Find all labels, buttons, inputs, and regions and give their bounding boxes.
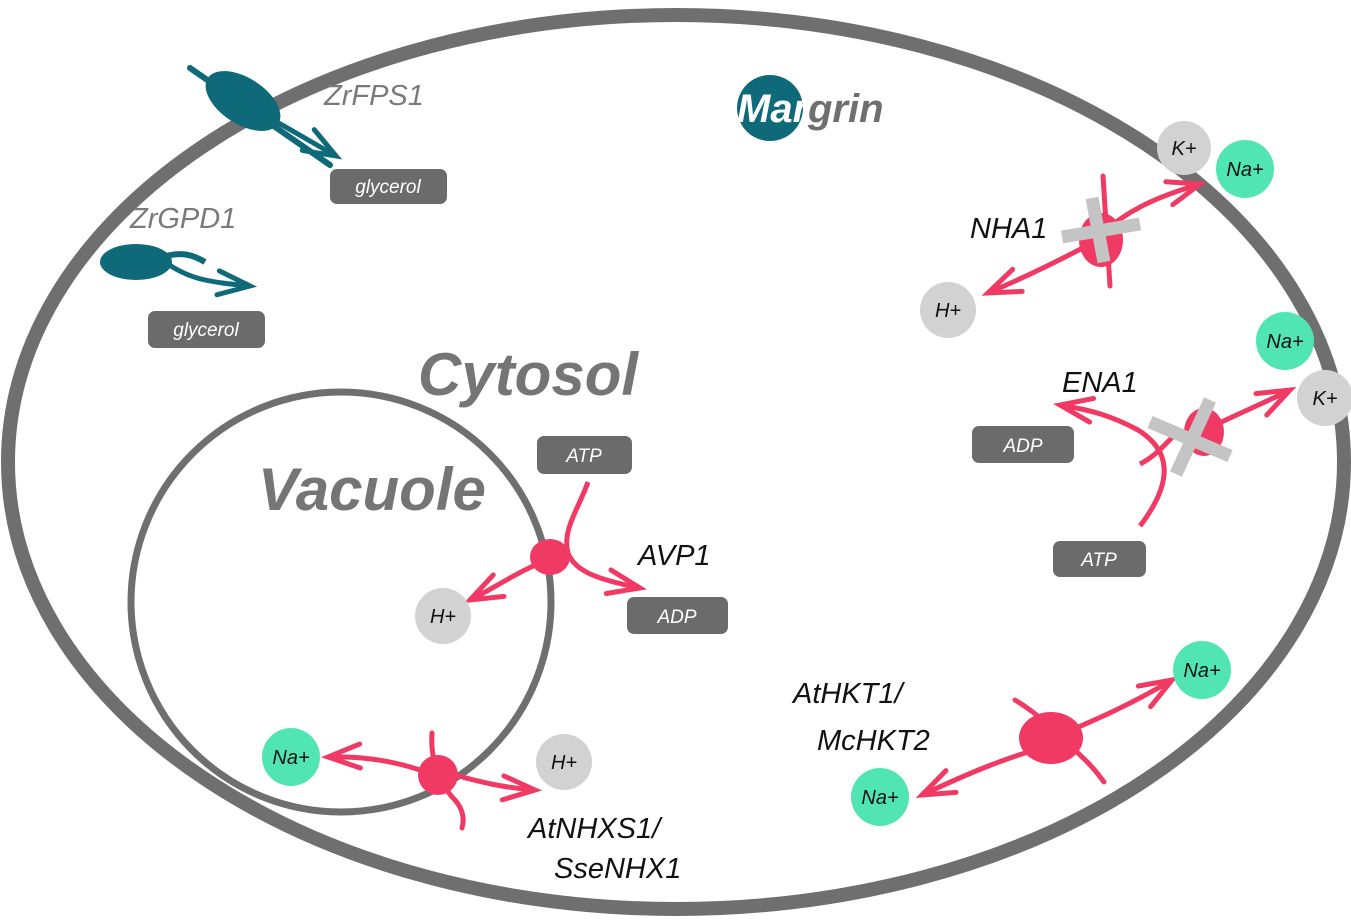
cell-membrane <box>1 8 1351 916</box>
nha1-blocked-x <box>1060 196 1142 264</box>
hkt-transporter <box>915 676 1179 799</box>
svg-text:K+: K+ <box>1312 388 1337 410</box>
zrgpd1-label: ZrGPD1 <box>129 203 236 235</box>
ion-na-hkt-out: Na+ <box>1173 641 1231 699</box>
avp1-label: AVP1 <box>636 540 711 572</box>
mangrin-suffix: grin <box>807 87 884 131</box>
svg-text:Na+: Na+ <box>861 787 898 809</box>
vacuole-label: Vacuole <box>258 456 486 523</box>
svg-text:H+: H+ <box>551 752 577 774</box>
ion-na-nhx: Na+ <box>262 728 320 786</box>
hkt-label-line1: AtHKT1/ <box>791 678 906 710</box>
ion-na-ena: Na+ <box>1256 312 1314 370</box>
svg-text:K+: K+ <box>1171 138 1196 160</box>
nhx-label-line1: AtNHXS1/ <box>526 813 663 845</box>
svg-text:H+: H+ <box>430 606 456 628</box>
svg-text:Na+: Na+ <box>1266 331 1303 353</box>
atp-box-ena: ATP <box>1053 541 1146 577</box>
glycerol-1-text: glycerol <box>355 177 421 198</box>
atp-vacuole-text: ATP <box>565 446 602 467</box>
mangrin-logo: Man grin <box>737 75 884 141</box>
adp-ena-text: ADP <box>1002 436 1042 457</box>
glycerol-box-2: glycerol <box>148 311 265 348</box>
ion-na-hkt-in: Na+ <box>851 768 909 826</box>
ena1-blocked-x <box>1147 397 1233 477</box>
nhx-protein <box>418 755 458 795</box>
nha1-transporter <box>981 173 1207 296</box>
zrfps1-channel <box>187 65 343 168</box>
atp-box-vacuole: ATP <box>537 436 632 474</box>
ion-k-ena: K+ <box>1297 370 1351 426</box>
avp1-protein <box>530 539 570 575</box>
atp-ena-text: ATP <box>1080 550 1117 571</box>
ena1-label: ENA1 <box>1062 367 1138 399</box>
ion-k-nha: K+ <box>1157 121 1211 175</box>
svg-text:Na+: Na+ <box>272 747 309 769</box>
zrfps1-protein <box>205 71 281 131</box>
ion-h-nha: H+ <box>920 282 976 338</box>
ion-na-nha: Na+ <box>1216 140 1274 198</box>
mangrin-circle <box>737 75 803 141</box>
zrfps1-label: ZrFPS1 <box>323 80 424 112</box>
adp-box-ena: ADP <box>972 426 1074 463</box>
svg-text:H+: H+ <box>935 300 961 322</box>
glycerol-2-text: glycerol <box>173 320 239 341</box>
zrgpd1-enzyme <box>100 244 258 298</box>
adp-vacuole-text: ADP <box>656 607 696 628</box>
avp1-transporter <box>463 481 647 604</box>
hkt-label-line2: McHKT2 <box>817 725 930 757</box>
mangrin-prefix: Man <box>737 87 817 131</box>
nhx-label-line2: SseNHX1 <box>554 853 681 885</box>
ion-h-avp: H+ <box>415 588 471 644</box>
vacuole-membrane <box>127 388 555 816</box>
nha1-label: NHA1 <box>970 213 1047 245</box>
zrgpd1-protein <box>100 244 172 280</box>
glycerol-box-1: glycerol <box>330 169 447 204</box>
adp-box-vacuole: ADP <box>627 597 728 634</box>
ion-h-nhx: H+ <box>536 734 592 790</box>
cytosol-label: Cytosol <box>418 341 639 408</box>
ena1-transporter <box>1052 386 1297 528</box>
svg-text:Na+: Na+ <box>1183 660 1220 682</box>
svg-text:Na+: Na+ <box>1226 159 1263 181</box>
nhx-transporter <box>320 730 543 831</box>
hkt-protein <box>1019 712 1083 764</box>
